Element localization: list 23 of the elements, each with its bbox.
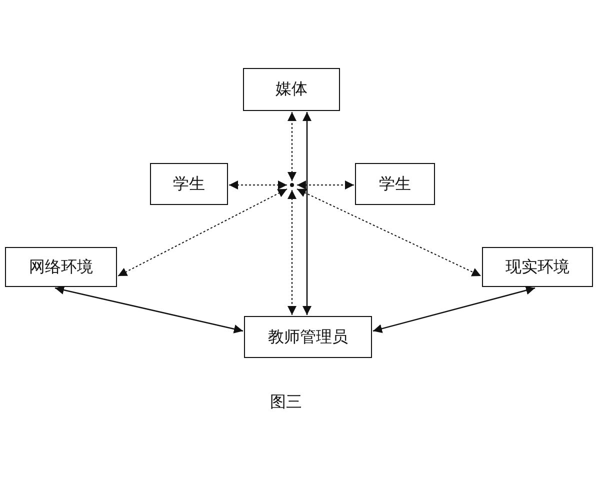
box-label: 网络环境 bbox=[29, 256, 93, 278]
arrow bbox=[118, 188, 288, 276]
box-label: 媒体 bbox=[276, 79, 308, 100]
process-box bbox=[150, 163, 228, 205]
box-label: 现实环境 bbox=[506, 256, 570, 278]
arrow bbox=[296, 180, 354, 190]
arrow bbox=[372, 286, 536, 334]
figure-caption: 图三 bbox=[270, 392, 302, 413]
process-box bbox=[243, 68, 340, 111]
process-box bbox=[355, 163, 435, 205]
arrow bbox=[288, 112, 296, 182]
process-box bbox=[482, 247, 593, 287]
arrow bbox=[296, 188, 482, 276]
arrow bbox=[302, 112, 312, 315]
arrow bbox=[228, 180, 288, 190]
box-label: 教师管理员 bbox=[268, 326, 348, 348]
junction-dot bbox=[290, 183, 294, 187]
arrow bbox=[54, 286, 244, 334]
box-label: 学生 bbox=[379, 174, 411, 194]
box-label: 学生 bbox=[173, 174, 205, 194]
arrow bbox=[288, 190, 296, 316]
process-box bbox=[244, 316, 372, 358]
process-box bbox=[5, 247, 117, 287]
